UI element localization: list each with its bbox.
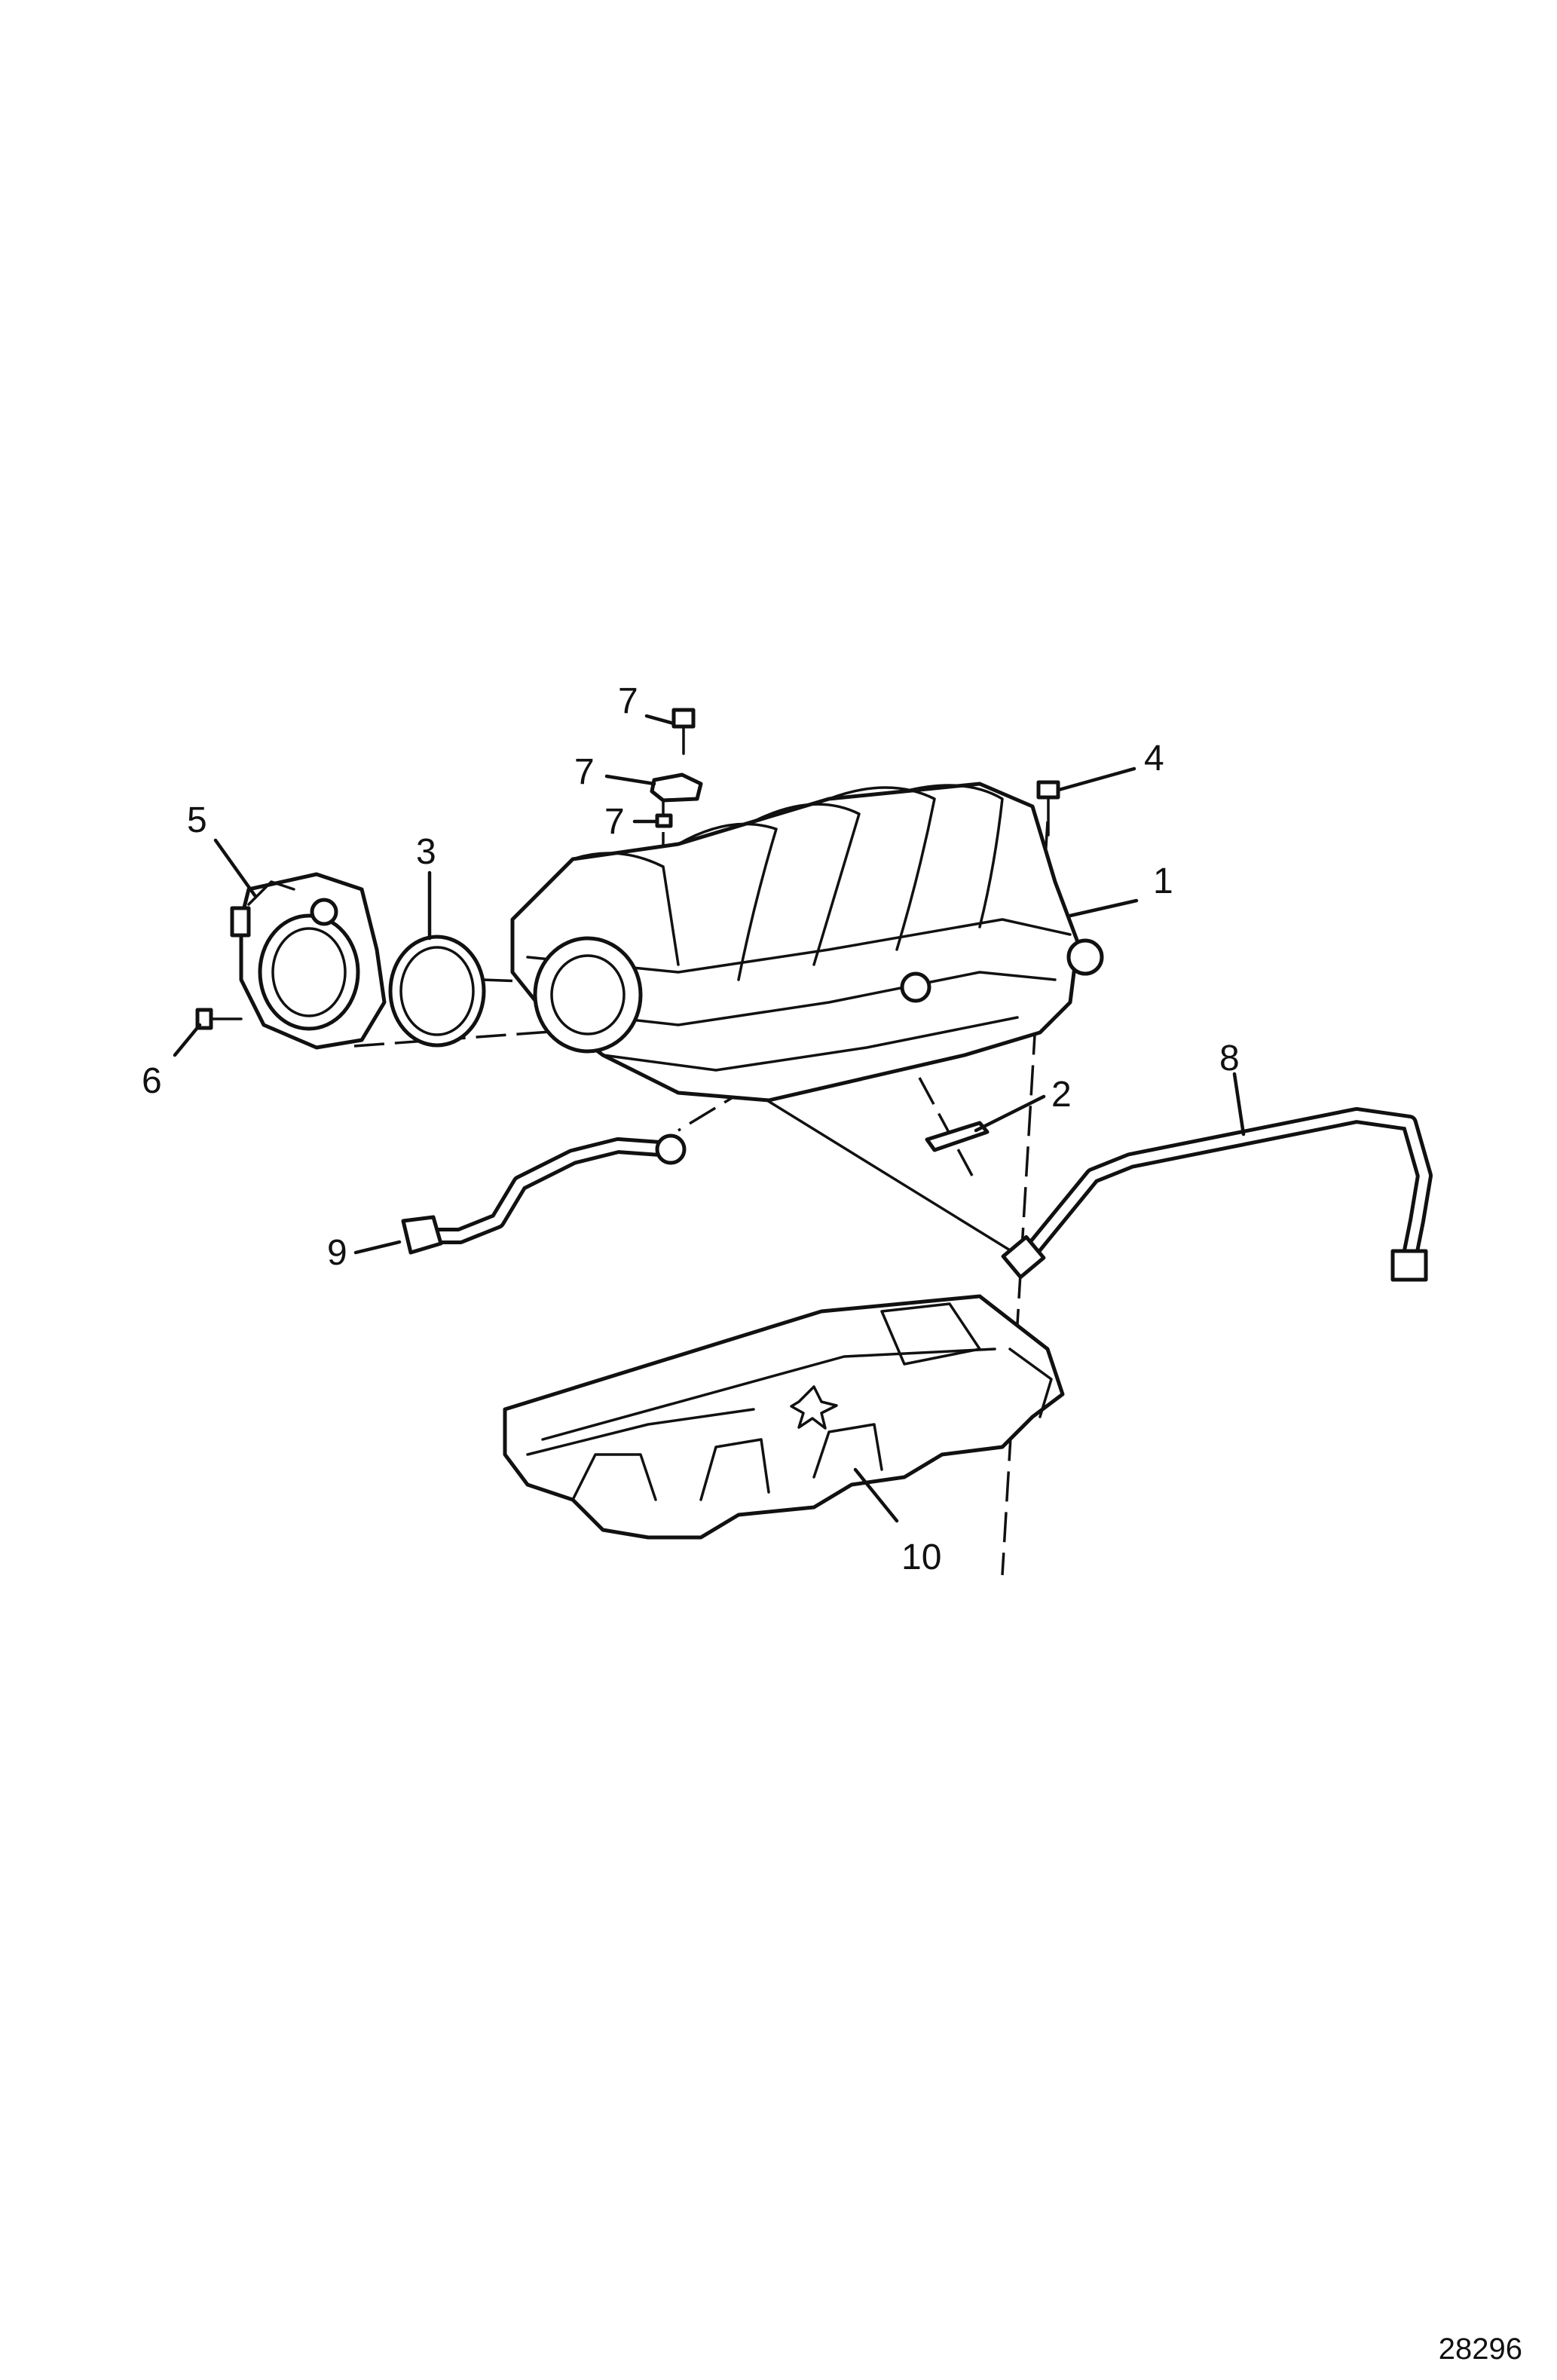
throttle-body-bolt <box>195 1008 243 1030</box>
figure-number: 28296 <box>1439 2333 1522 2366</box>
map-sensor-assembly <box>650 708 703 828</box>
vent-hose-right <box>1001 1107 1433 1282</box>
callout-5: 5 <box>187 800 207 840</box>
vent-hose-left <box>401 1133 687 1255</box>
intake-manifold <box>510 782 1104 1103</box>
callout-3: 3 <box>416 832 436 872</box>
callout-6: 6 <box>142 1061 162 1101</box>
callout-4: 4 <box>1144 739 1164 779</box>
callout-7-top: 7 <box>618 681 638 721</box>
callout-7-bottom: 7 <box>604 802 625 842</box>
valley-cover <box>503 1294 1065 1540</box>
manifold-bolt <box>1036 780 1060 837</box>
callout-9: 9 <box>327 1233 347 1273</box>
callout-1: 1 <box>1153 861 1173 901</box>
leader-lines <box>173 714 1246 1523</box>
throttle-body <box>230 872 387 1050</box>
throttle-body-gasket <box>388 935 486 1048</box>
callout-8: 8 <box>1219 1039 1240 1078</box>
callout-10: 10 <box>901 1537 941 1577</box>
manifold-stud <box>925 1121 990 1152</box>
callout-7-middle: 7 <box>574 752 595 792</box>
callout-2: 2 <box>1051 1075 1072 1115</box>
